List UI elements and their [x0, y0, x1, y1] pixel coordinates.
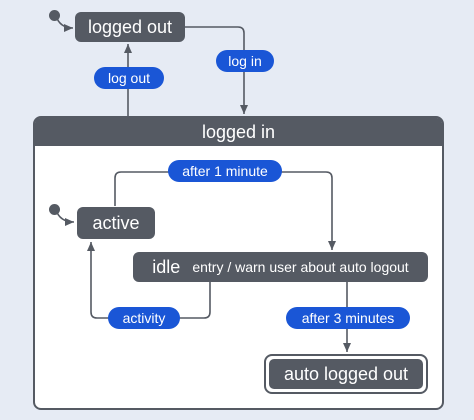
- transition-log-in-label[interactable]: log in: [216, 50, 274, 72]
- transition-after-1-minute-label[interactable]: after 1 minute: [168, 160, 282, 182]
- log-in-arrow: [185, 26, 248, 114]
- state-logged-out-label: logged out: [87, 16, 173, 37]
- initial-dot-top: [49, 10, 60, 21]
- state-idle-label: idle: [152, 256, 181, 277]
- transition-after-3-minutes-label[interactable]: after 3 minutes: [286, 307, 410, 329]
- transition-activity-label[interactable]: activity: [108, 307, 180, 329]
- state-auto-logged-out[interactable]: auto logged out: [264, 354, 428, 394]
- transition-log-out-label[interactable]: log out: [94, 67, 164, 89]
- state-auto-logged-out-label: auto logged out: [269, 359, 423, 389]
- logged-in-header: logged in: [35, 118, 442, 146]
- state-active-label: active: [92, 212, 140, 233]
- state-active[interactable]: active: [77, 207, 155, 239]
- initial-dot-inner: [49, 204, 60, 215]
- state-idle[interactable]: idle entry / warn user about auto logout: [133, 252, 428, 282]
- idle-entry-action: entry / warn user about auto logout: [192, 259, 409, 275]
- state-logged-out[interactable]: logged out: [75, 12, 185, 42]
